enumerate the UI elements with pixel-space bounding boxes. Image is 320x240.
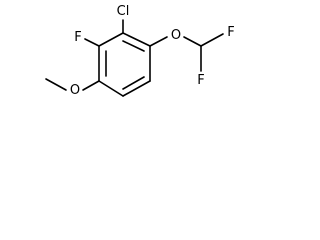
ring-bond-c5-c6: [98, 80, 124, 97]
bond-o-methyl: [45, 78, 67, 91]
structure-canvas: Cl F O F F O: [0, 0, 260, 137]
atom-label-fluorine-lower: F: [197, 73, 204, 88]
benzene-ring: [98, 32, 151, 97]
bond-c1-f: [84, 38, 100, 47]
bond-chf2-f-upper: [200, 33, 224, 47]
bond-o-chf2: [183, 36, 202, 47]
bond-c3-o: [149, 36, 168, 47]
chemical-structure-diagram: Cl F O F F O: [45, 4, 235, 98]
atom-label-oxygen-methoxy: O: [70, 83, 80, 98]
ring-double-bond-inner-2: [122, 40, 145, 52]
atom-label-oxygen-difluoromethoxy: O: [171, 28, 181, 43]
bond-c6-o: [82, 80, 100, 91]
ring-bond-c1-c2: [98, 32, 124, 47]
atom-label-chlorine: Cl: [117, 4, 130, 19]
ring-double-bond-inner-3: [122, 76, 145, 90]
atom-label-fluorine-upper: F: [227, 25, 234, 40]
atom-label-fluorine-ring: F: [74, 30, 81, 45]
ring-bond-c2-c3: [122, 32, 151, 47]
ring-bond-c4-c5: [122, 80, 151, 97]
